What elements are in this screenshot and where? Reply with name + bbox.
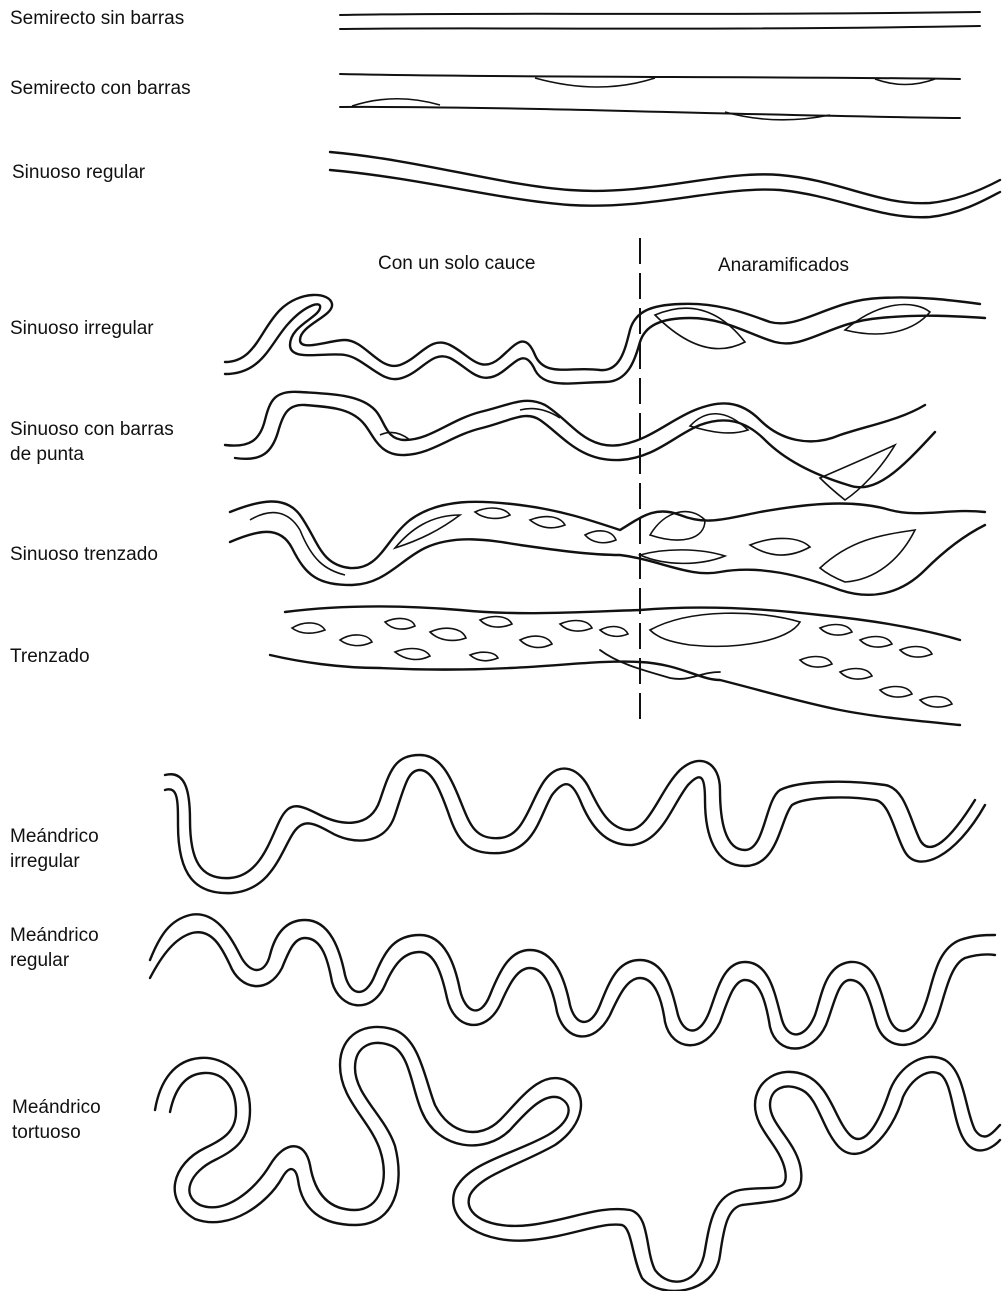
channel-semirecto-con-barras bbox=[340, 74, 960, 120]
channel-meandrico-regular bbox=[150, 914, 995, 1048]
channel-trenzado bbox=[270, 606, 960, 725]
channel-semirecto-sin-barras bbox=[340, 12, 980, 29]
channel-sinuoso-irregular bbox=[225, 295, 985, 384]
channel-meandrico-irregular bbox=[165, 755, 985, 893]
channel-sinuoso-con-barras bbox=[225, 392, 935, 500]
channel-sinuoso-regular bbox=[330, 152, 1000, 217]
channel-meandrico-tortuoso bbox=[155, 1027, 1000, 1291]
channel-sinuoso-trenzado bbox=[230, 501, 985, 594]
